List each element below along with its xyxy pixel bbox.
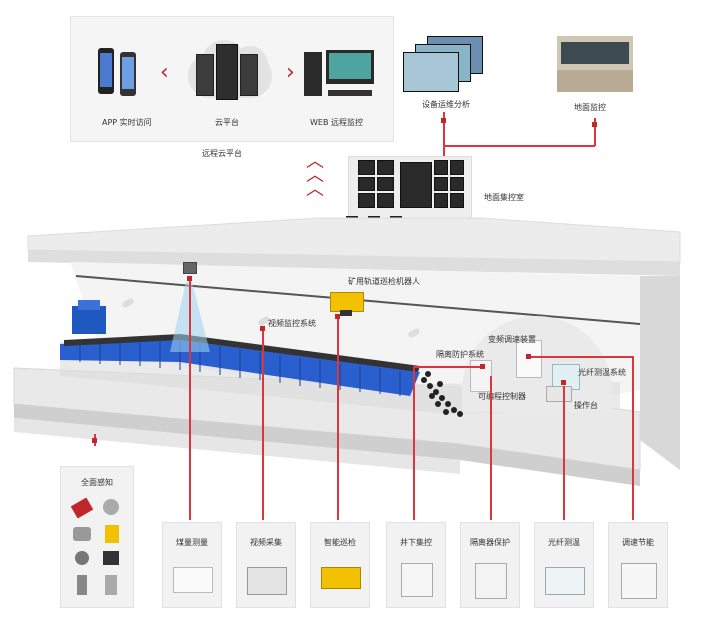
phone-icon <box>120 52 136 96</box>
analysis-screens-image <box>403 36 483 92</box>
chevron-right-icon: › <box>286 60 295 85</box>
operation-console <box>546 386 572 402</box>
ground-monitor-photo <box>557 36 633 92</box>
perception-panel: 全面感知 <box>60 466 134 608</box>
inspection-robot <box>324 286 368 316</box>
connector-dot <box>561 380 566 385</box>
remote-cloud-caption: 远程云平台 <box>202 149 242 158</box>
frequency-converter-label: 变频调速装置 <box>488 335 536 344</box>
connector-line <box>189 280 191 520</box>
perception-title: 全面感知 <box>81 478 113 487</box>
chevron-up-icon: ︿︿︿ <box>306 151 324 200</box>
connector-line <box>528 356 634 358</box>
connector-dot <box>526 354 531 359</box>
plc-cabinet-label: 可编程控制器 <box>478 392 526 401</box>
workstation-icon <box>304 50 376 100</box>
video-monitor-label: 视频监控系统 <box>268 319 316 328</box>
module-card-fiber-temperature: 光纤测温 <box>534 522 594 608</box>
connector-dot <box>441 118 446 123</box>
module-card-coal-measure: 煤量测量 <box>162 522 222 608</box>
sensor-icon <box>105 575 117 595</box>
sensor-icon <box>75 551 89 565</box>
connector-line <box>444 145 595 147</box>
module-card-speed-energy-saving: 调速节能 <box>608 522 668 608</box>
operation-console-label: 操作台 <box>574 401 598 410</box>
chevron-left-icon: ‹ <box>160 60 169 85</box>
module-label: 调速节能 <box>622 538 654 547</box>
module-card-underground-control: 井下集控 <box>386 522 446 608</box>
module-label: 智能巡检 <box>324 538 356 547</box>
connector-line <box>490 376 492 520</box>
connector-line <box>413 368 415 520</box>
device-image <box>401 563 433 597</box>
module-card-video-capture: 视频采集 <box>236 522 296 608</box>
connector-dot <box>480 364 485 369</box>
connector-dot <box>187 276 192 281</box>
connector-line <box>337 318 339 520</box>
sensor-icon <box>77 575 87 595</box>
camera-icon <box>183 262 197 274</box>
web-monitor-label: WEB 远程监控 <box>310 118 363 127</box>
module-card-smart-inspection: 智能巡检 <box>310 522 370 608</box>
connector-dot <box>335 314 340 319</box>
module-card-isolator-protection: 隔离器保护 <box>460 522 520 608</box>
module-label: 视频采集 <box>250 538 282 547</box>
equipment-analysis-label: 设备运维分析 <box>422 100 470 109</box>
device-image <box>173 567 213 593</box>
frequency-converter-cabinet <box>516 340 542 378</box>
module-label: 光纤测温 <box>548 538 580 547</box>
connector-line <box>413 366 483 368</box>
inspection-robot-label: 矿用轨道巡检机器人 <box>348 277 420 286</box>
module-label: 隔离器保护 <box>470 538 510 547</box>
device-image <box>545 567 585 595</box>
app-access-label: APP 实时访问 <box>102 118 152 127</box>
phone-icon <box>98 48 114 94</box>
connector-line <box>594 118 596 146</box>
connector-dot <box>592 122 597 127</box>
fiber-temp-unit <box>552 364 580 390</box>
connector-dot <box>92 438 97 443</box>
server-icon <box>216 44 238 100</box>
sensor-icon <box>70 497 94 519</box>
ground-monitor-label: 地面监控 <box>574 103 606 112</box>
connector-line <box>262 328 264 520</box>
module-label: 煤量测量 <box>176 538 208 547</box>
connector-line <box>563 386 565 520</box>
fiber-temp-label: 光纤测温系统 <box>578 368 626 377</box>
device-image <box>621 563 657 599</box>
control-room-label: 地面集控室 <box>484 193 524 202</box>
module-label: 井下集控 <box>400 538 432 547</box>
server-icon <box>196 54 214 96</box>
device-image <box>475 563 507 599</box>
robot-image <box>321 567 361 589</box>
connector-line <box>443 112 445 164</box>
connector-line <box>632 358 634 520</box>
sensor-icon <box>103 551 119 565</box>
server-icon <box>240 54 258 96</box>
sensor-icon <box>105 525 119 543</box>
sensor-icon <box>73 527 91 541</box>
coupling-protection-label: 隔离防护系统 <box>436 350 484 359</box>
cloud-platform-label: 云平台 <box>215 118 239 127</box>
connector-dot <box>260 326 265 331</box>
sensor-icon <box>103 499 119 515</box>
device-image <box>247 567 287 595</box>
